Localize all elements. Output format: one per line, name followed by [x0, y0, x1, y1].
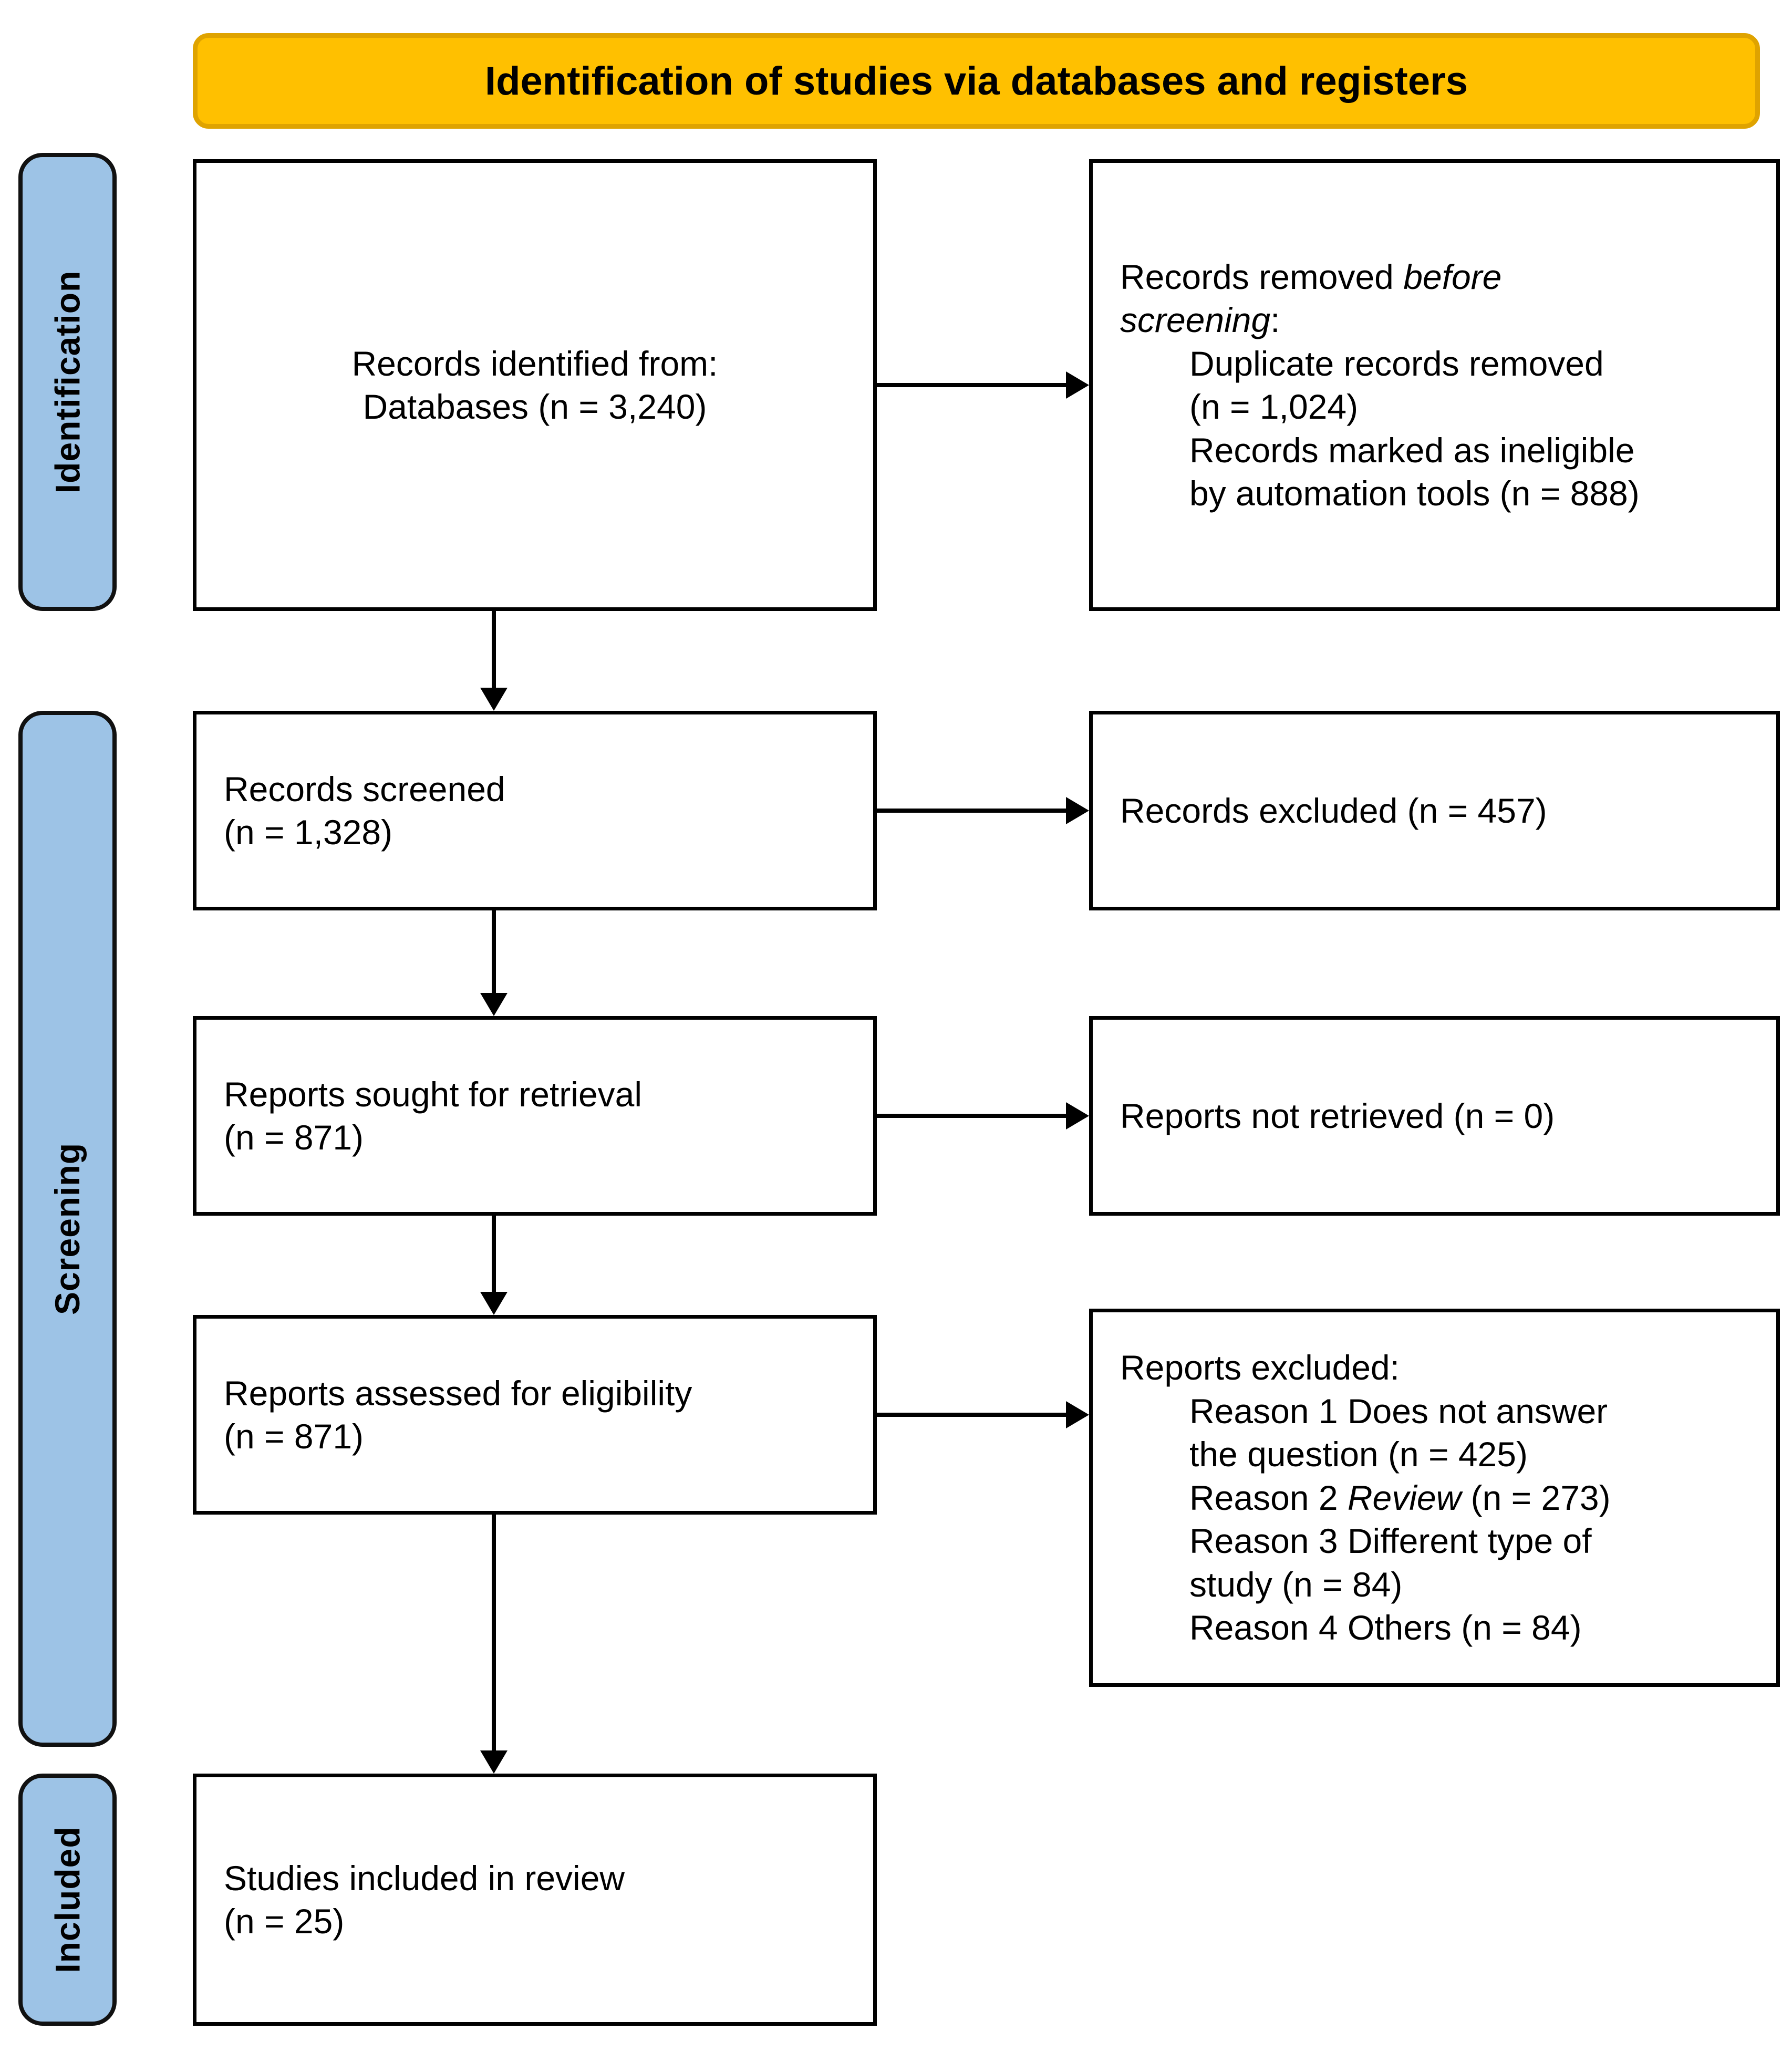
box-records-screened: Records screened (n = 1,328) [193, 711, 877, 910]
stage-label-identification-text: Identification [48, 270, 87, 494]
arrow-screened-to-sought-line [492, 910, 496, 994]
reason2-line: Reason 2 Review (n = 273) [1189, 1478, 1611, 1517]
arrow-identified-to-screened-head [480, 688, 507, 711]
stage-label-screening: Screening [18, 711, 117, 1747]
duplicate-records-line1: Duplicate records removed [1189, 344, 1604, 383]
studies-included-line2: (n = 25) [224, 1902, 345, 1941]
reports-sought-line1: Reports sought for retrieval [224, 1074, 643, 1114]
studies-included-line1: Studies included in review [224, 1858, 625, 1898]
arrow-assessed-to-excluded-head [1066, 1401, 1089, 1428]
arrow-sought-to-assessed-line [492, 1216, 496, 1293]
records-screened-line1: Records screened [224, 769, 505, 809]
reason1-line2: the question (n = 425) [1189, 1435, 1528, 1474]
box-reports-assessed: Reports assessed for eligibility (n = 87… [193, 1315, 877, 1515]
reports-sought-line2: (n = 871) [224, 1118, 364, 1157]
arrow-identified-to-removed-head [1066, 371, 1089, 399]
arrow-screened-to-sought-head [480, 993, 507, 1016]
arrow-screened-to-excluded-head [1066, 797, 1089, 824]
records-screened-line2: (n = 1,328) [224, 813, 393, 852]
stage-label-screening-text: Screening [48, 1142, 87, 1315]
box-records-identified: Records identified from: Databases (n = … [193, 159, 877, 611]
stage-label-included-text: Included [48, 1826, 87, 1973]
arrow-sought-to-notretrieved-line [877, 1114, 1067, 1118]
box-studies-included: Studies included in review (n = 25) [193, 1774, 877, 2026]
records-excluded-line1: Records excluded (n = 457) [1120, 791, 1547, 830]
reports-assessed-line2: (n = 871) [224, 1417, 364, 1456]
arrow-sought-to-notretrieved-head [1066, 1102, 1089, 1130]
box-records-removed: Records removed before screening: Duplic… [1089, 159, 1780, 611]
records-identified-line2: Databases (n = 3,240) [362, 387, 707, 426]
records-removed-line2: screening: [1120, 301, 1280, 339]
reason3-line2: study (n = 84) [1189, 1564, 1403, 1604]
arrow-assessed-to-excluded-line [877, 1413, 1067, 1417]
arrow-assessed-to-included-line [492, 1515, 496, 1752]
arrow-identified-to-removed-line [877, 383, 1067, 387]
reason3-line1: Reason 3 Different type of [1189, 1521, 1592, 1561]
duplicate-records-line2: (n = 1,024) [1189, 387, 1359, 426]
ineligible-records-line2: by automation tools (n = 888) [1189, 474, 1640, 513]
reports-assessed-line1: Reports assessed for eligibility [224, 1373, 692, 1413]
box-records-excluded: Records excluded (n = 457) [1089, 711, 1780, 910]
box-reports-sought: Reports sought for retrieval (n = 871) [193, 1016, 877, 1216]
box-reports-excluded: Reports excluded: Reason 1 Does not answ… [1089, 1309, 1780, 1687]
reason4-line: Reason 4 Others (n = 84) [1189, 1608, 1582, 1647]
title-text: Identification of studies via databases … [485, 58, 1468, 103]
title-banner: Identification of studies via databases … [193, 33, 1760, 129]
stage-label-identification: Identification [18, 153, 117, 611]
arrow-identified-to-screened-line [492, 611, 496, 689]
stage-label-included: Included [18, 1774, 117, 2026]
reports-excluded-header: Reports excluded: [1120, 1348, 1400, 1387]
reason1-line1: Reason 1 Does not answer [1189, 1391, 1608, 1431]
reports-not-retrieved-line1: Reports not retrieved (n = 0) [1120, 1096, 1555, 1135]
records-removed-line1: Records removed before [1120, 257, 1502, 296]
arrow-sought-to-assessed-head [480, 1292, 507, 1315]
arrow-assessed-to-included-head [480, 1750, 507, 1774]
ineligible-records-line1: Records marked as ineligible [1189, 430, 1635, 470]
records-identified-line1: Records identified from: [351, 344, 718, 383]
arrow-screened-to-excluded-line [877, 809, 1067, 813]
box-reports-not-retrieved: Reports not retrieved (n = 0) [1089, 1016, 1780, 1216]
